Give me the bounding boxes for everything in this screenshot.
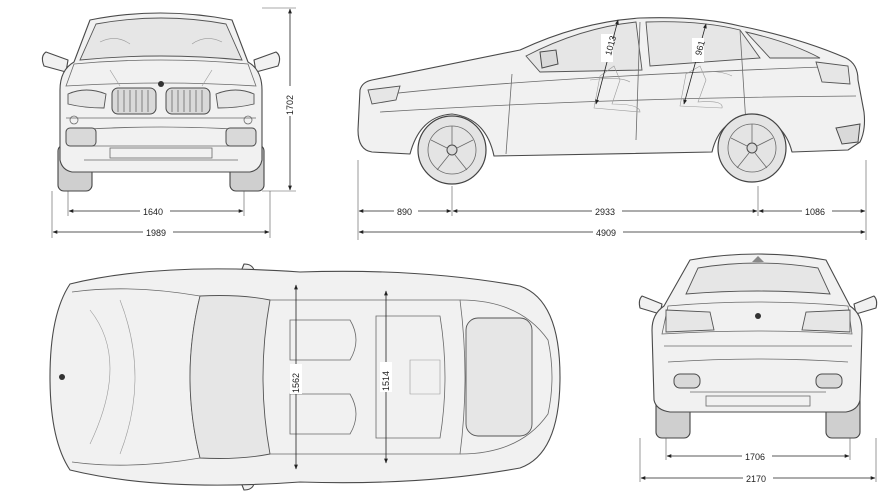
front-overhang-label: 890: [397, 207, 412, 217]
rear-shoulder-width-label: 1514: [381, 371, 391, 391]
front-height-label: 1702: [285, 95, 295, 115]
bmw-roundel-icon: [158, 81, 164, 87]
front-shoulder-width-label: 1562: [291, 373, 301, 393]
rear-overhang-label: 1086: [805, 207, 825, 217]
wheelbase-label: 2933: [595, 207, 615, 217]
right-mirror: [253, 51, 281, 73]
top-view: [49, 263, 561, 491]
width-with-mirrors-label: 2170: [746, 474, 766, 484]
front-track-label: 1640: [143, 207, 163, 217]
front-view: [41, 7, 296, 238]
rear-headroom-label: 961: [693, 39, 707, 56]
dimension-labels: 1702 1640 1989 890 2933 1086 4909 1013 9…: [140, 34, 832, 484]
overall-length-label: 4909: [596, 228, 616, 238]
rear-track-label: 1706: [745, 452, 765, 462]
rear-view: [638, 253, 878, 482]
left-mirror: [41, 51, 69, 73]
front-width-label: 1989: [146, 228, 166, 238]
